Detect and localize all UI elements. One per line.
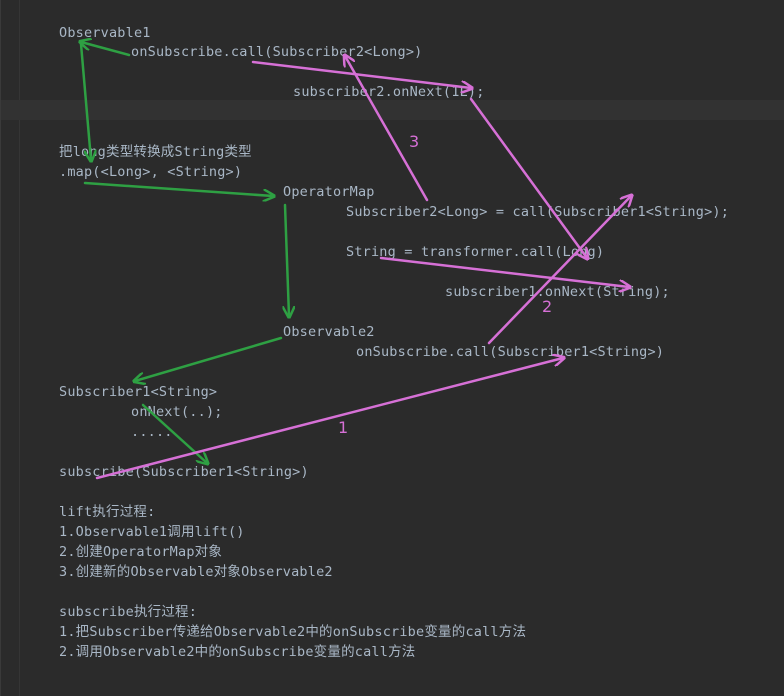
subscriber1-label: Subscriber1<String> [59,384,218,400]
green-arrow-observable1-to-map [79,42,91,160]
editor-gutter [19,0,20,696]
green-arrow-map-to-operatormap [83,181,273,196]
magenta-arrow-to-transformer [469,97,587,258]
subscribe-call: subscribe(Subscriber1<String>) [59,464,309,480]
green-arrow-operatormap-to-observable2 [285,203,289,316]
observable1-label: Observable1 [59,25,151,41]
step-label-1: 1 [338,418,349,437]
step-label-2: 2 [542,297,553,316]
subscriber1-on-next: subscriber1.onNext(String); [445,284,670,300]
map-comment: 把long类型转换成String类型 [59,144,252,160]
observable2-label: Observable2 [283,324,375,340]
magenta-arrow-step-2 [379,256,629,287]
step-label-3: 3 [409,132,420,151]
green-arrow-observable2-to-subscriber1 [135,336,283,381]
current-line-highlight [1,100,784,120]
lift-step-2: 2.创建OperatorMap对象 [59,544,223,560]
subscriber2-equals-call: Subscriber2<Long> = call(Subscriber1<Str… [346,204,730,220]
ellipsis-line: ..... [131,424,173,440]
subscribe-title: subscribe执行过程: [59,604,198,620]
subscriber2-on-next: subscriber2.onNext(1L); [293,84,485,100]
string-transformer-call: String = transformer.call(Long) [346,244,605,260]
magenta-arrow-step-1 [95,358,563,480]
magenta-arrow-to-s2-onnext [251,60,471,88]
subscribe-step-1: 1.把Subscriber传递给Observable2中的onSubscribe… [59,624,527,640]
magenta-arrow-to-s2-call [487,196,631,345]
magenta-arrow-step-3 [345,56,429,202]
green-arrow-to-observable1 [81,42,131,57]
on-subscribe-call-subscriber1: onSubscribe.call(Subscriber1<String>) [356,344,665,360]
operator-map-label: OperatorMap [283,184,375,200]
map-call: .map(<Long>, <String>) [59,164,243,180]
lift-step-3: 3.创建新的Observable对象Observable2 [59,564,333,580]
green-arrow-subscriber1-to-subscribe [141,403,207,463]
lift-step-1: 1.Observable1调用lift() [59,524,245,540]
subscribe-step-2: 2.调用Observable2中的onSubscribe变量的call方法 [59,644,416,660]
lift-title: lift执行过程: [59,504,156,520]
